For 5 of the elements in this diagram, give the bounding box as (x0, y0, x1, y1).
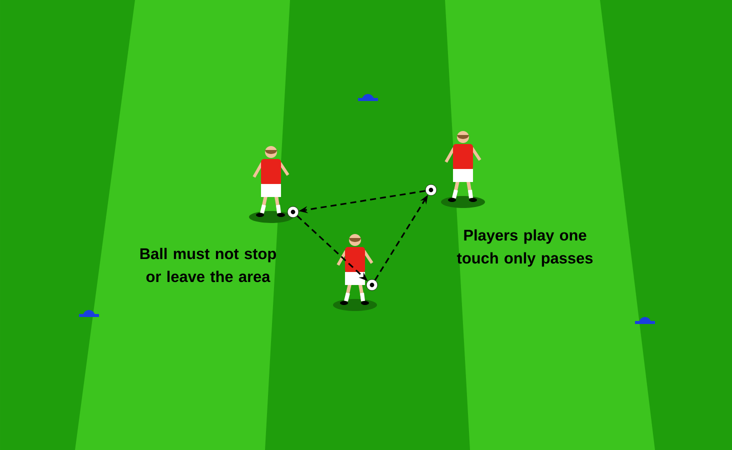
ball-icon (366, 279, 378, 291)
note-text: Players play one touch only passes (456, 229, 593, 267)
note-text: Ball must not stop or leave the area (140, 248, 276, 282)
ball-icon (287, 206, 299, 218)
ball-icon (425, 184, 437, 196)
